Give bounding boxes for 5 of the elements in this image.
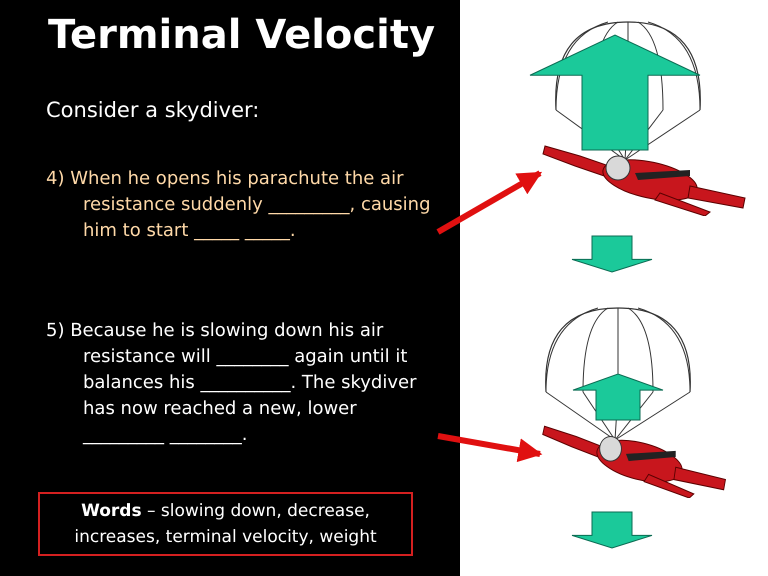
question-text: 5) Because he is slowing down his air resistance will ________ again until it balances his __________. The skydiver has now reached a new, lower _________ ________. <box>46 318 438 448</box>
intro-text: Consider a skydiver: <box>46 98 260 122</box>
word-bank-box: Words – slowing down, decrease, increases, terminal velocity, weight <box>38 492 413 556</box>
slide-title: Terminal Velocity <box>48 12 436 58</box>
question-text: 4) When he opens his parachute the air resistance suddenly _________, causing him to start _____ _____. <box>46 166 438 244</box>
